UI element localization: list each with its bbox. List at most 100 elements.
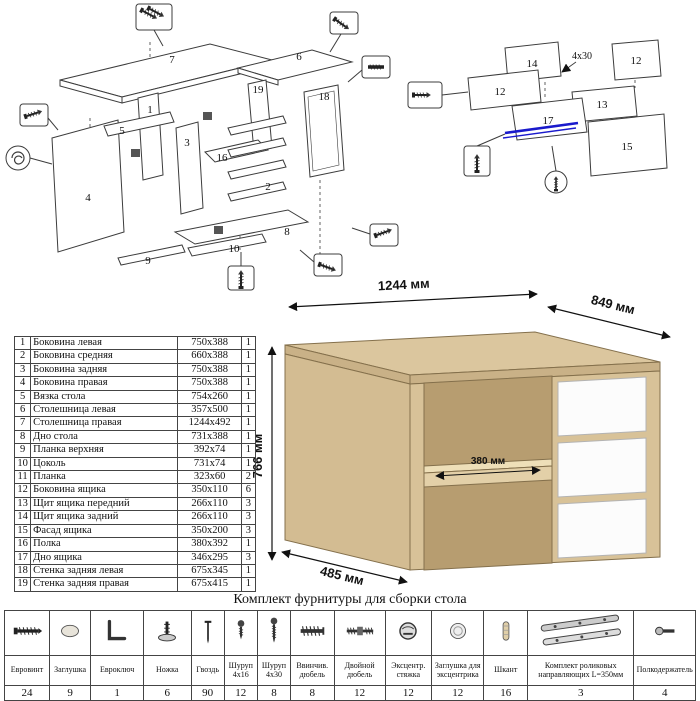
hardware-callout (544, 145, 568, 194)
part-name: Дно ящика (30, 550, 179, 565)
hardware-qty: 12 (333, 685, 386, 701)
hardware-name: Заглушка (48, 655, 92, 686)
part-callout-label: 15 (622, 141, 634, 153)
part-qty: 3 (240, 510, 257, 525)
part-name: Боковина правая (30, 376, 179, 391)
part-qty: 1 (240, 563, 257, 579)
hardware-name: Шуруп 4x16 (223, 655, 258, 686)
part-number: 8 (13, 429, 32, 445)
part-size: 1244x492 (177, 416, 242, 431)
part-size: 731x388 (177, 429, 242, 445)
hardware-icon-cell (190, 610, 225, 656)
part-qty: 1 (240, 349, 257, 364)
nail-icon (204, 620, 211, 643)
hardware-callout (19, 103, 59, 131)
part-qty: 1 (240, 403, 257, 418)
part-size: 731x74 (177, 456, 242, 472)
hardware-icon-cell (48, 610, 92, 656)
part-number: 11 (13, 470, 32, 485)
part-number: 4 (13, 376, 32, 391)
part-name: Боковина средняя (30, 349, 179, 364)
exploded-drawer-callouts: 14 12 12 13 15 17 4x30 (495, 51, 642, 153)
part-number: 18 (13, 563, 32, 579)
hardware-name: Ножка (142, 655, 192, 686)
part-number: 19 (13, 577, 32, 592)
part-callout-label: 16 (217, 152, 229, 164)
part-number: 10 (13, 456, 32, 472)
part-name: Дно стола (30, 429, 179, 445)
confirmat-screw-icon (13, 626, 43, 635)
part-number: 7 (13, 416, 32, 431)
part-qty: 1 (240, 456, 257, 472)
part-callout-label: 19 (253, 84, 265, 96)
part-callout-label: 13 (597, 99, 609, 111)
part-number: 15 (13, 523, 32, 539)
drawer-front (557, 498, 647, 559)
part-size: 357x500 (177, 403, 242, 418)
dimensions (267, 289, 671, 585)
hardware-icon-cell (384, 610, 432, 656)
part-callout-label: 1 (147, 104, 153, 116)
dimension-label-shelf: 380 мм (471, 456, 505, 467)
part-number: 12 (13, 483, 32, 498)
wood-dowel-icon (502, 620, 510, 641)
hardware-icon-cell (142, 610, 192, 656)
part-number: 3 (13, 362, 32, 378)
screw-long-icon (270, 617, 278, 643)
hardware-name: Заглушка для эксцентрика (430, 655, 485, 686)
part-callout-label: 10 (229, 243, 241, 255)
hardware-qty: 1 (90, 685, 144, 701)
hardware-name: Евровинт (4, 655, 50, 686)
shelf-pin-icon (654, 626, 675, 635)
hardware-kit-title: Комплект фурнитуры для сборки стола (233, 592, 467, 607)
hex-key-icon (107, 619, 127, 640)
part-callout-label: 6 (296, 51, 302, 63)
panel-bottom (173, 209, 310, 245)
hardware-icon-cell (4, 610, 50, 656)
part-name: Боковина левая (30, 335, 179, 351)
hardware-name: Полкодержатель (633, 655, 696, 686)
drawer-slide-highlight (502, 127, 577, 139)
drawer-slides-icon (540, 614, 621, 645)
hardware-table: Евровинт Заглушка Евроключ Ножка Гвоздь … (4, 610, 696, 701)
hardware-qty: 12 (384, 685, 432, 701)
part-number: 16 (13, 537, 32, 552)
part-name: Боковина ящика (30, 483, 179, 498)
exploded-desk-callouts: 7 6 19 18 1 5 3 16 2 8 10 4 9 (85, 51, 330, 267)
hardware-callout (407, 81, 469, 109)
part-qty: 3 (240, 550, 257, 565)
hardware-callout (463, 133, 506, 177)
hardware-icon-cell (527, 610, 635, 656)
panel-tie (103, 111, 175, 137)
part-size: 750x388 (177, 362, 242, 378)
drawer-rail (227, 159, 287, 180)
hardware-icon-cell (223, 610, 258, 656)
part-name: Щит ящика передний (30, 496, 179, 512)
screw-small-icon (237, 619, 245, 639)
part-name: Столешница правая (30, 416, 179, 431)
cap-icon (61, 624, 80, 637)
part-number: 5 (13, 389, 32, 405)
hardware-callouts-left (5, 4, 399, 290)
hardware-callout (135, 4, 173, 47)
drawer-rail (227, 115, 287, 136)
hardware-icon-cell (483, 610, 529, 656)
part-qty: 1 (240, 537, 257, 552)
double-dowel-icon (346, 626, 373, 635)
part-size: 350x110 (177, 483, 242, 498)
hardware-name: Шуруп 4x30 (256, 655, 292, 686)
threaded-dowel-icon (300, 625, 325, 636)
part-size: 380x392 (177, 537, 242, 552)
part-name: Стенка задняя левая (30, 563, 179, 579)
drawer-facade-panel (587, 113, 668, 177)
